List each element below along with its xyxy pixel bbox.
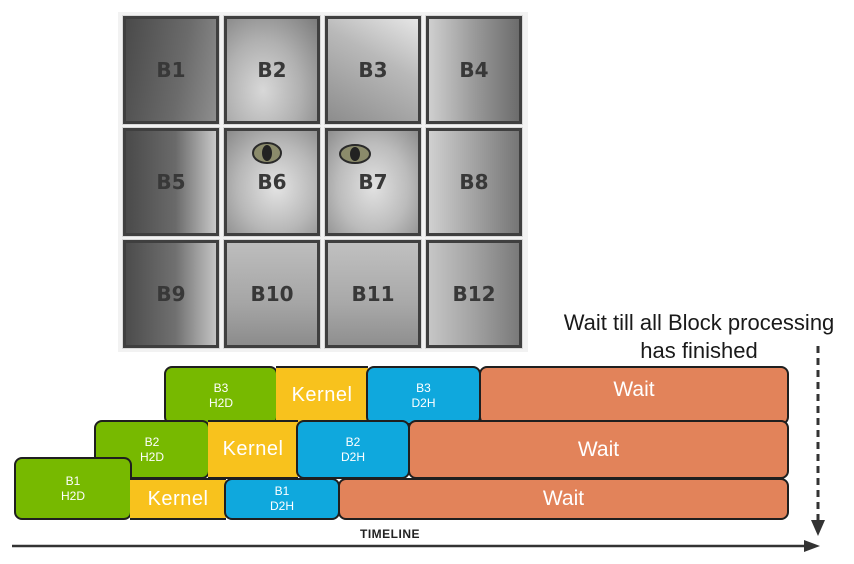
tile-label: B11 [351,282,395,306]
block-op: D2H [340,449,365,464]
block-op: D2H [411,395,436,410]
image-tile-b12: B12 [426,240,522,348]
image-tile-b9: B9 [123,240,219,348]
image-tile-b6: B6 [224,128,320,236]
image-tile-b10: B10 [224,240,320,348]
tile-label: B3 [358,58,388,82]
image-tile-b11: B11 [325,240,421,348]
timeline-arrow [12,540,820,552]
image-tile-b8: B8 [426,128,522,236]
wait-note: Wait till all Block processing has finis… [548,309,850,365]
block-id: B3 [213,380,229,395]
image-tile-b2: B2 [224,16,320,124]
h2d-block-b3: B3 H2D [164,366,278,425]
d2h-block-b1: B1 D2H [224,478,340,520]
d2h-block-b3: B3 D2H [366,366,481,425]
block-id: B2 [144,434,160,449]
wait-block-b2: Wait [408,420,789,479]
block-op: H2D [60,488,85,503]
image-tile-b5: B5 [123,128,219,236]
block-label: Wait [577,437,620,461]
tile-label: B7 [358,170,388,194]
block-id: B1 [274,484,290,498]
cat-eye-icon [339,144,371,164]
tile-label: B8 [459,170,489,194]
block-label: Wait [542,487,585,510]
d2h-block-b2: B2 D2H [296,420,410,479]
image-tile-b7: B7 [325,128,421,236]
timeline-label: TIMELINE [360,527,420,541]
tile-label: B2 [257,58,287,82]
wait-block-b1: Wait [338,478,789,520]
kernel-block-b2: Kernel [208,420,298,479]
wait-note-line2: has finished [640,338,758,363]
block-label: Kernel [222,438,284,460]
tile-label: B12 [452,282,496,306]
block-label: Wait [613,378,655,401]
block-id: B3 [416,380,431,395]
wait-note-line1: Wait till all Block processing [563,310,835,335]
tile-label: B10 [250,282,294,306]
block-op: H2D [139,449,164,464]
cat-eye-icon [252,142,282,164]
h2d-block-b2: B2 H2D [94,420,210,479]
block-id: B2 [345,434,361,449]
tile-label: B6 [257,170,287,194]
kernel-block-b1: Kernel [130,478,226,520]
block-label: Kernel [291,384,353,406]
wait-block-b3: Wait [479,366,789,425]
kernel-block-b3: Kernel [276,366,368,425]
tile-label: B9 [156,282,186,306]
image-tile-b3: B3 [325,16,421,124]
dashed-down-arrow [811,346,825,536]
block-label: Kernel [147,487,209,510]
tile-label: B4 [459,58,489,82]
tile-label: B5 [156,170,186,194]
tile-label: B1 [156,58,186,82]
image-block-grid: B1 B2 B3 B4 B5 B6 B7 B8 B9 B10 B11 [118,12,528,352]
image-tile-b1: B1 [123,16,219,124]
block-id: B1 [65,473,81,488]
block-op: D2H [269,499,294,513]
block-op: H2D [208,395,233,410]
image-tile-b4: B4 [426,16,522,124]
h2d-block-b1: B1 H2D [14,457,132,520]
